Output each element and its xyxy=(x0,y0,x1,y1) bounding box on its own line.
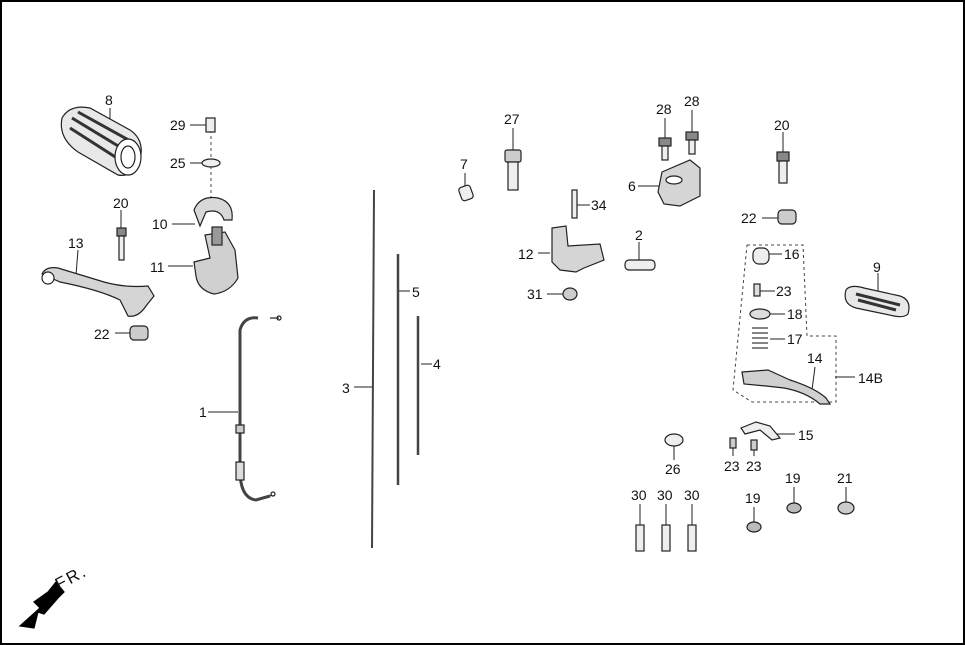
callout-22-left: 22 xyxy=(94,326,110,342)
callout-28-b: 28 xyxy=(684,93,700,109)
callout-3: 3 xyxy=(342,380,350,396)
callout-30-b: 30 xyxy=(657,487,673,503)
callout-11: 11 xyxy=(150,259,165,275)
callout-23-c: 23 xyxy=(746,458,762,474)
callout-21: 21 xyxy=(837,470,853,486)
left-grip-part xyxy=(60,106,142,177)
callout-29: 29 xyxy=(170,117,186,133)
callout-31: 31 xyxy=(527,286,543,302)
callout-5: 5 xyxy=(412,284,420,300)
callout-1: 1 xyxy=(199,404,207,420)
callout-15: 15 xyxy=(798,427,814,443)
callout-7: 7 xyxy=(460,156,468,172)
callout-14B: 14B xyxy=(858,370,883,386)
callout-20-left: 20 xyxy=(113,195,129,211)
callout-28-a: 28 xyxy=(656,101,672,117)
callout-14: 14 xyxy=(807,350,823,366)
callout-25: 25 xyxy=(170,155,186,171)
callout-4: 4 xyxy=(433,356,441,372)
leader-lines xyxy=(75,108,879,525)
callout-30-c: 30 xyxy=(684,487,700,503)
callout-26: 26 xyxy=(665,461,681,477)
arrow-down-left-icon xyxy=(18,581,65,629)
callout-10: 10 xyxy=(152,216,168,232)
callout-22-right: 22 xyxy=(741,210,757,226)
callout-19-b: 19 xyxy=(785,470,801,486)
callout-30-a: 30 xyxy=(631,487,647,503)
callout-19-a: 19 xyxy=(745,490,761,506)
callout-2: 2 xyxy=(635,227,643,243)
callout-20-right: 20 xyxy=(774,117,790,133)
callout-23-a: 23 xyxy=(776,283,792,299)
callout-8: 8 xyxy=(105,92,113,108)
callout-12: 12 xyxy=(518,246,534,262)
callout-13: 13 xyxy=(68,235,84,251)
callout-6: 6 xyxy=(628,178,636,194)
throttle-cable xyxy=(235,315,282,502)
callout-9: 9 xyxy=(873,259,881,275)
callout-16: 16 xyxy=(784,246,800,262)
callout-34: 34 xyxy=(591,197,607,213)
callout-27: 27 xyxy=(504,111,520,127)
callout-23-b: 23 xyxy=(724,458,740,474)
callout-17: 17 xyxy=(787,331,803,347)
assembly-dashes xyxy=(210,130,837,403)
callout-18: 18 xyxy=(787,306,803,322)
